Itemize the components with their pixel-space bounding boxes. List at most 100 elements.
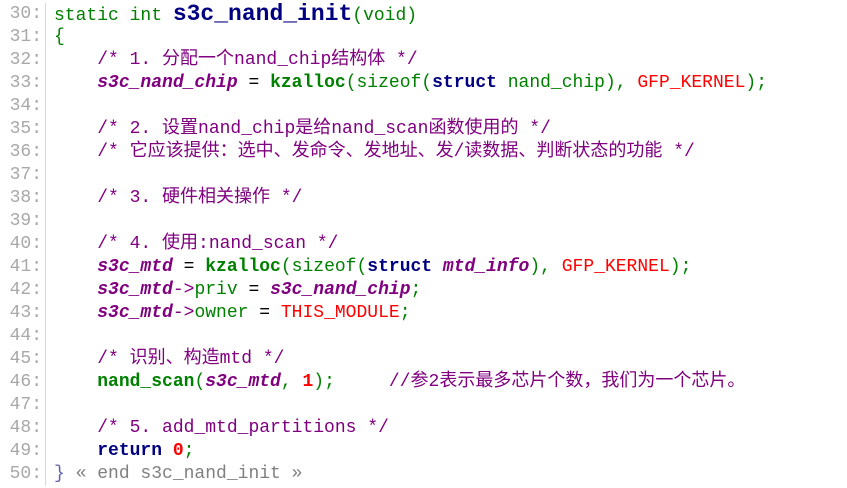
line-number: 46: bbox=[9, 372, 42, 392]
gutter-divider bbox=[45, 210, 46, 233]
code-line[interactable]: 48: /* 5. add_mtd_partitions */ bbox=[0, 417, 767, 440]
code-token-kw: (sizeof( bbox=[280, 257, 368, 277]
code-token-fold: « end s3c_nand_init » bbox=[64, 464, 303, 484]
code-line[interactable]: 46: nand_scan(s3c_mtd, 1); //参2表示最多芯片个数，… bbox=[0, 371, 767, 394]
code-line[interactable]: 37: bbox=[0, 164, 767, 187]
code-token-var: mtd_info bbox=[442, 257, 530, 277]
code-line[interactable]: 43: s3c_mtd->owner = THIS_MODULE; bbox=[0, 302, 767, 325]
gutter-divider bbox=[45, 118, 46, 141]
code-token-var: s3c_nand_chip bbox=[270, 280, 411, 300]
code-line[interactable]: 47: bbox=[0, 394, 767, 417]
code-token-kw: owner bbox=[194, 303, 249, 323]
code-token-kw: priv bbox=[194, 280, 238, 300]
line-number: 43: bbox=[9, 303, 42, 323]
code-line[interactable]: 49: return 0; bbox=[0, 440, 767, 463]
line-number: 38: bbox=[9, 188, 42, 208]
code-token-cm: /* 2. 设置nand_chip是给nand_scan函数使用的 */ bbox=[97, 119, 551, 139]
code-token-kw: (void) bbox=[352, 6, 418, 26]
code-token-call: kzalloc bbox=[205, 257, 281, 277]
code-token-pl bbox=[54, 441, 97, 461]
code-token-pl bbox=[54, 234, 97, 254]
code-text: s3c_nand_chip = kzalloc(sizeof(struct na… bbox=[54, 72, 767, 95]
code-token-var: s3c_mtd bbox=[205, 372, 281, 392]
code-token-fn: s3c_nand_init bbox=[172, 1, 353, 27]
gutter-divider bbox=[45, 3, 46, 26]
code-token-kw bbox=[432, 257, 443, 277]
code-line[interactable]: 42: s3c_mtd->priv = s3c_nand_chip; bbox=[0, 279, 767, 302]
code-token-op: -> bbox=[172, 280, 195, 300]
code-line[interactable]: 44: bbox=[0, 325, 767, 348]
code-token-kw: ); bbox=[313, 372, 389, 392]
code-token-pl: = bbox=[237, 73, 271, 93]
code-text: s3c_mtd->owner = THIS_MODULE; bbox=[54, 302, 411, 325]
code-token-kw: { bbox=[54, 27, 65, 47]
gutter-divider bbox=[45, 164, 46, 187]
code-line[interactable]: 33: s3c_nand_chip = kzalloc(sizeof(struc… bbox=[0, 72, 767, 95]
line-number: 42: bbox=[9, 280, 42, 300]
code-text: /* 它应该提供：选中、发命令、发地址、发/读数据、判断状态的功能 */ bbox=[54, 141, 695, 164]
code-text: /* 1. 分配一个nand_chip结构体 */ bbox=[54, 49, 418, 72]
code-line[interactable]: 36: /* 它应该提供：选中、发命令、发地址、发/读数据、判断状态的功能 */ bbox=[0, 141, 767, 164]
code-token-kw: ; bbox=[183, 441, 195, 461]
code-token-pl bbox=[54, 257, 97, 277]
code-line[interactable]: 32: /* 1. 分配一个nand_chip结构体 */ bbox=[0, 49, 767, 72]
code-token-br: } bbox=[54, 464, 65, 484]
gutter-divider bbox=[45, 187, 46, 210]
code-token-kw: ; bbox=[410, 280, 422, 300]
code-line[interactable]: 34: bbox=[0, 95, 767, 118]
gutter-divider bbox=[45, 95, 46, 118]
gutter-divider bbox=[45, 26, 46, 49]
code-line[interactable]: 30: static int s3c_nand_init(void) bbox=[0, 3, 767, 26]
gutter-divider bbox=[45, 49, 46, 72]
code-text: } « end s3c_nand_init » bbox=[54, 463, 302, 486]
code-text: nand_scan(s3c_mtd, 1); //参2表示最多芯片个数，我们为一… bbox=[54, 371, 745, 394]
code-token-kw: (sizeof( bbox=[345, 73, 433, 93]
code-token-cm: /* 1. 分配一个nand_chip结构体 */ bbox=[97, 50, 418, 70]
code-token-st: struct bbox=[367, 257, 433, 277]
code-token-kw: ); bbox=[669, 257, 692, 277]
code-token-pl: = bbox=[172, 257, 206, 277]
code-token-cm: /* 5. add_mtd_partitions */ bbox=[97, 418, 389, 438]
line-number: 37: bbox=[9, 165, 42, 185]
code-token-kw: nand_chip), bbox=[496, 73, 638, 93]
code-token-mac: THIS_MODULE bbox=[280, 303, 400, 323]
gutter-divider bbox=[45, 302, 46, 325]
line-number: 49: bbox=[9, 441, 42, 461]
code-line[interactable]: 45: /* 识别、构造mtd */ bbox=[0, 348, 767, 371]
code-line[interactable]: 38: /* 3. 硬件相关操作 */ bbox=[0, 187, 767, 210]
gutter-divider bbox=[45, 279, 46, 302]
line-number: 31: bbox=[9, 27, 42, 47]
code-line[interactable]: 40: /* 4. 使用:nand_scan */ bbox=[0, 233, 767, 256]
code-token-mac: GFP_KERNEL bbox=[561, 257, 670, 277]
gutter-divider bbox=[45, 233, 46, 256]
code-token-cm: /* 它应该提供：选中、发命令、发地址、发/读数据、判断状态的功能 */ bbox=[97, 142, 695, 162]
code-token-call: kzalloc bbox=[270, 73, 346, 93]
code-token-num: 1 bbox=[302, 372, 314, 392]
gutter-divider bbox=[45, 417, 46, 440]
code-text: s3c_mtd->priv = s3c_nand_chip; bbox=[54, 279, 421, 302]
code-token-kw: ), bbox=[529, 257, 562, 277]
gutter-divider bbox=[45, 141, 46, 164]
code-token-pl bbox=[54, 73, 97, 93]
line-number: 48: bbox=[9, 418, 42, 438]
code-token-cm: /* 3. 硬件相关操作 */ bbox=[97, 188, 303, 208]
code-text: /* 识别、构造mtd */ bbox=[54, 348, 284, 371]
gutter-divider bbox=[45, 394, 46, 417]
code-line[interactable]: 39: bbox=[0, 210, 767, 233]
code-line[interactable]: 41: s3c_mtd = kzalloc(sizeof(struct mtd_… bbox=[0, 256, 767, 279]
code-line[interactable]: 35: /* 2. 设置nand_chip是给nand_scan函数使用的 */ bbox=[0, 118, 767, 141]
code-line[interactable]: 31: { bbox=[0, 26, 767, 49]
code-token-op: -> bbox=[172, 303, 195, 323]
code-token-kw: ); bbox=[745, 73, 767, 93]
code-token-pl: = bbox=[237, 280, 271, 300]
code-editor[interactable]: 30: static int s3c_nand_init(void) 31: {32:… bbox=[0, 3, 767, 486]
gutter-divider bbox=[45, 463, 46, 486]
line-number: 30: bbox=[9, 4, 42, 24]
code-token-kw: , bbox=[280, 372, 303, 392]
gutter-divider bbox=[45, 72, 46, 95]
code-text: static int s3c_nand_init(void) bbox=[54, 1, 418, 27]
code-line[interactable]: 50:} « end s3c_nand_init » bbox=[0, 463, 767, 486]
line-number: 34: bbox=[9, 96, 42, 116]
code-token-kw: ; bbox=[399, 303, 411, 323]
code-text: s3c_mtd = kzalloc(sizeof(struct mtd_info… bbox=[54, 256, 691, 279]
